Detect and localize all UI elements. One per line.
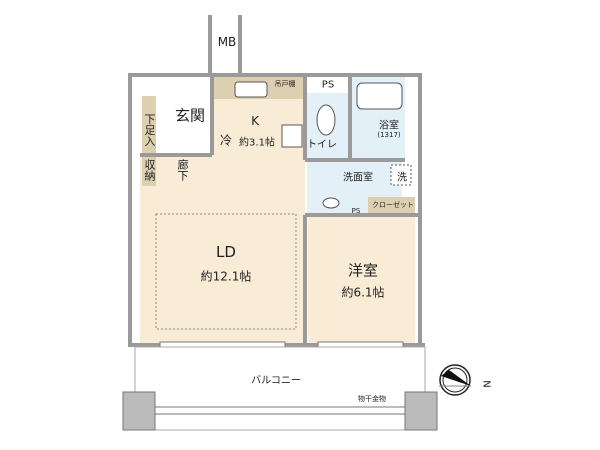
shoe-storage [142,96,156,186]
label-hallway: 廊下 [176,159,189,181]
label-ps-small: PS [351,207,361,215]
closet-shelf [368,197,415,213]
label-entrance: 玄関 [174,106,206,125]
compass [439,364,471,396]
window-ld [159,341,286,348]
label-bath-size: (1317) [377,131,401,139]
label-bath: 浴室 [379,120,399,132]
sink [234,81,268,98]
toilet-bowl [316,104,336,136]
label-kitchen: K [251,114,259,128]
stove [281,124,303,148]
label-washer: 洗 [397,172,407,184]
label-mb: MB [217,35,237,49]
label-closet: クローゼット [372,201,414,209]
label-shoe-storage: 下足入 [143,113,156,147]
label-western-size: 約6.1帖 [341,285,385,300]
compass-north-label: N [480,380,492,388]
window-western [317,341,404,348]
balcony [122,346,438,431]
washer-space [390,164,412,186]
wash-basin [322,197,340,209]
label-western-room: 洋室 [347,261,379,280]
ld-rug-outline [155,213,297,330]
label-balcony: バルコニー [251,375,301,387]
label-ps-top: PS [321,79,335,91]
label-hanging-cabinet: 吊戸棚 [274,80,296,88]
label-kitchen-size: 約3.1帖 [239,137,275,149]
label-storage: 収納 [143,159,156,181]
label-washroom: 洗面室 [343,172,373,184]
label-fridge: 冷 [219,133,233,148]
label-ld-size: 約12.1帖 [200,269,252,284]
ld-floor [140,155,305,345]
label-ld: LD [216,243,236,261]
western-floor [308,217,415,345]
label-drying-hardware: 物干金物 [358,395,386,403]
bathtub [356,82,403,110]
label-toilet: トイレ [307,139,337,151]
